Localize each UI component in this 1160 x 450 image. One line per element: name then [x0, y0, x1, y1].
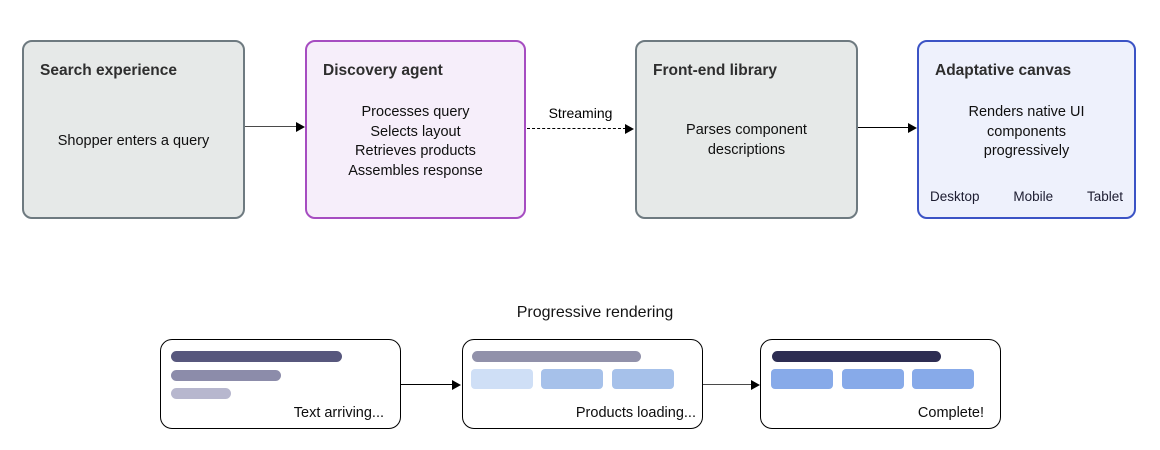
card-caption: Products loading... — [575, 405, 696, 421]
arrow-line — [245, 125, 297, 127]
arrow-head-icon — [751, 379, 760, 390]
node-search-experience: Search experience Shopper enters a query — [22, 40, 245, 219]
device-label-tablet: Tablet — [1086, 189, 1123, 204]
card-complete: Complete! — [760, 339, 1001, 429]
card-caption: Text arriving... — [293, 405, 384, 421]
node-title: Front-end library — [653, 62, 778, 79]
node-body-line: Renders native UI — [968, 104, 1085, 120]
node-body-line: Retrieves products — [355, 143, 476, 159]
product-tile — [842, 369, 904, 389]
arrow-line — [703, 383, 752, 385]
device-label-mobile: Mobile — [1013, 189, 1054, 204]
node-body: Shopper enters a query — [24, 132, 243, 152]
node-body: Processes query Selects layout Retrieves… — [307, 103, 524, 181]
card-products-loading: Products loading... — [462, 339, 703, 429]
node-title: Discovery agent — [323, 62, 443, 79]
skeleton-bar — [171, 351, 342, 362]
node-adaptative-canvas: Adaptative canvas Renders native UI comp… — [917, 40, 1136, 219]
streaming-arrow-line — [527, 128, 626, 129]
arrow-head-icon — [908, 122, 917, 133]
node-title: Search experience — [40, 62, 178, 79]
arrow-head-icon — [625, 124, 634, 134]
arrow-line — [858, 126, 909, 128]
device-footer: Desktop Mobile Tablet — [919, 189, 1134, 204]
node-body: Parses component descriptions — [637, 121, 856, 160]
card-text-arriving: Text arriving... — [160, 339, 401, 429]
node-body-line: components — [987, 123, 1066, 140]
product-tile — [541, 369, 603, 389]
card-caption: Complete! — [917, 405, 984, 421]
node-body: Renders native UI components progressive… — [919, 103, 1134, 162]
node-body-line: Parses component — [686, 122, 807, 138]
product-tile — [471, 369, 533, 389]
device-label-desktop: Desktop — [930, 189, 980, 204]
skeleton-bar — [472, 351, 641, 362]
node-body-line: progressively — [983, 143, 1070, 159]
skeleton-bar — [171, 370, 281, 381]
node-body-line: descriptions — [707, 141, 786, 158]
arrow-head-icon — [452, 379, 461, 390]
product-tile — [612, 369, 674, 389]
node-body-line: Shopper enters a query — [57, 133, 210, 149]
product-tile — [771, 369, 833, 389]
progressive-rendering-title: Progressive rendering — [516, 304, 674, 321]
node-front-end-library: Front-end library Parses component descr… — [635, 40, 858, 219]
streaming-label: Streaming — [548, 105, 613, 121]
arrow-head-icon — [296, 121, 305, 132]
skeleton-bar — [772, 351, 941, 362]
node-body-line: Assembles response — [348, 162, 483, 179]
arrow-line — [401, 383, 453, 385]
product-tile — [912, 369, 974, 389]
skeleton-bar — [171, 388, 231, 399]
node-discovery-agent: Discovery agent Processes query Selects … — [305, 40, 526, 219]
node-body-line: Selects layout — [370, 123, 461, 140]
node-title: Adaptative canvas — [935, 62, 1072, 79]
node-body-line: Processes query — [361, 104, 470, 120]
